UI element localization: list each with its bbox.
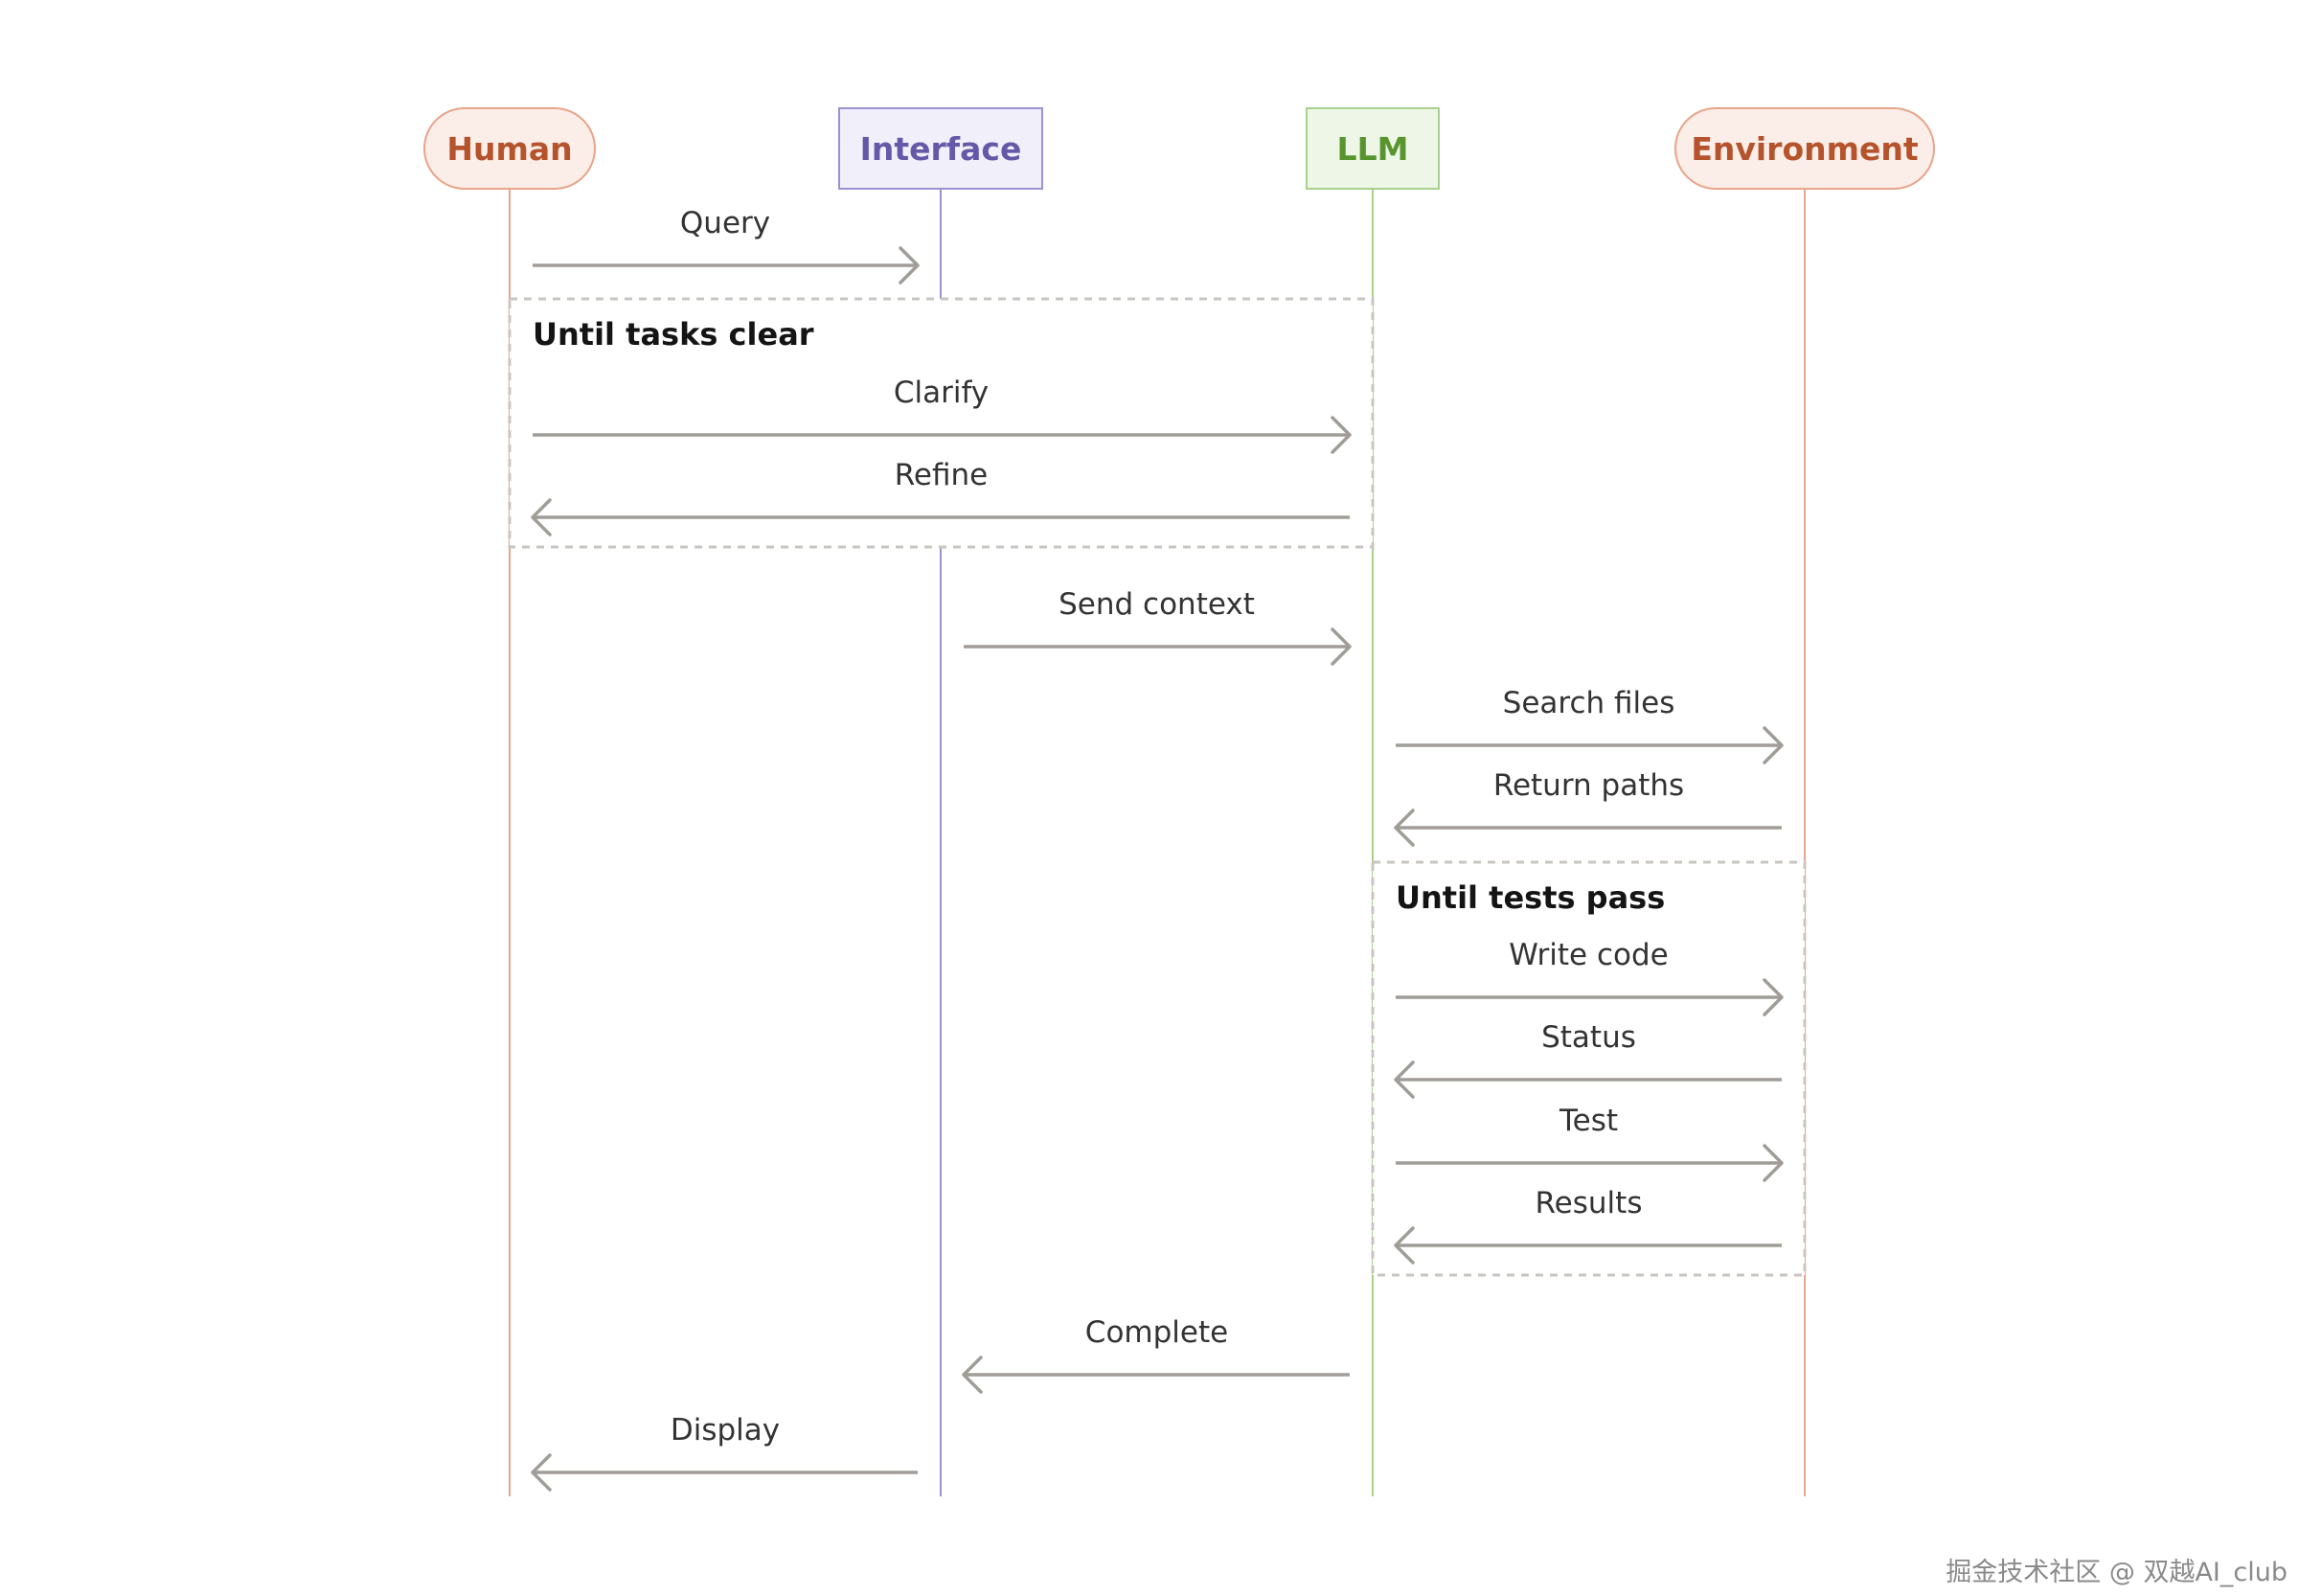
- arrowhead: [1331, 627, 1352, 666]
- actors: Human Interface LLM Environment: [423, 107, 1935, 190]
- arrowhead: [531, 1453, 552, 1492]
- message-label: Test: [1559, 1104, 1618, 1138]
- message-label: Results: [1536, 1186, 1643, 1220]
- message-test: Test: [1396, 1104, 1784, 1182]
- message-label: Query: [680, 206, 770, 240]
- arrowhead: [1394, 1060, 1415, 1099]
- loop-frame-1: Until tasks clear: [508, 297, 1375, 549]
- message-label: Search files: [1503, 686, 1675, 720]
- loop-frame-2: Until tests pass: [1371, 860, 1807, 1277]
- actor-label: Environment: [1691, 130, 1919, 168]
- message-label: Send context: [1058, 587, 1255, 622]
- arrowhead: [962, 1356, 983, 1394]
- arrowhead: [1394, 1226, 1415, 1265]
- arrowhead: [899, 246, 920, 285]
- actor-human: Human: [423, 107, 596, 190]
- message-write-code: Write code: [1396, 938, 1784, 1016]
- message-status: Status: [1394, 1020, 1782, 1099]
- message-label: Return paths: [1493, 768, 1684, 803]
- message-display: Display: [531, 1413, 918, 1492]
- message-label: Complete: [1085, 1315, 1228, 1350]
- actor-box: [838, 107, 1043, 190]
- actor-box: [1674, 107, 1935, 190]
- message-label: Write code: [1509, 938, 1668, 972]
- message-label: Display: [671, 1413, 780, 1448]
- message-label: Refine: [895, 458, 988, 492]
- arrowhead: [1763, 726, 1784, 764]
- actor-label: Human: [446, 130, 572, 168]
- arrowhead: [1331, 416, 1352, 454]
- message-send-context: Send context: [964, 587, 1352, 666]
- message-label: Clarify: [894, 376, 989, 410]
- actor-environment: Environment: [1674, 107, 1935, 190]
- loop-frame-border: [1371, 860, 1807, 1277]
- loop-title: Until tasks clear: [533, 316, 814, 353]
- message-return-paths: Return paths: [1394, 768, 1782, 847]
- arrowhead: [1763, 1144, 1784, 1182]
- arrowhead: [531, 498, 552, 536]
- actor-box: [1306, 107, 1440, 190]
- actor-box: [423, 107, 596, 190]
- actor-interface: Interface: [838, 107, 1043, 190]
- message-query: Query: [533, 206, 920, 285]
- watermark: 掘金技术社区 @ 双越AI_club: [1946, 1558, 2288, 1587]
- message-search-files: Search files: [1396, 686, 1784, 764]
- actor-label: LLM: [1337, 130, 1409, 168]
- actor-label: Interface: [860, 130, 1022, 168]
- message-refine: Refine: [531, 458, 1350, 536]
- actor-llm: LLM: [1306, 107, 1440, 190]
- message-complete: Complete: [962, 1315, 1350, 1394]
- message-clarify: Clarify: [533, 376, 1352, 454]
- message-label: Status: [1541, 1020, 1636, 1055]
- loop-title: Until tests pass: [1396, 879, 1665, 916]
- loop-frame-border: [508, 297, 1375, 549]
- arrowhead: [1763, 978, 1784, 1016]
- message-results: Results: [1394, 1186, 1782, 1265]
- arrowhead: [1394, 809, 1415, 847]
